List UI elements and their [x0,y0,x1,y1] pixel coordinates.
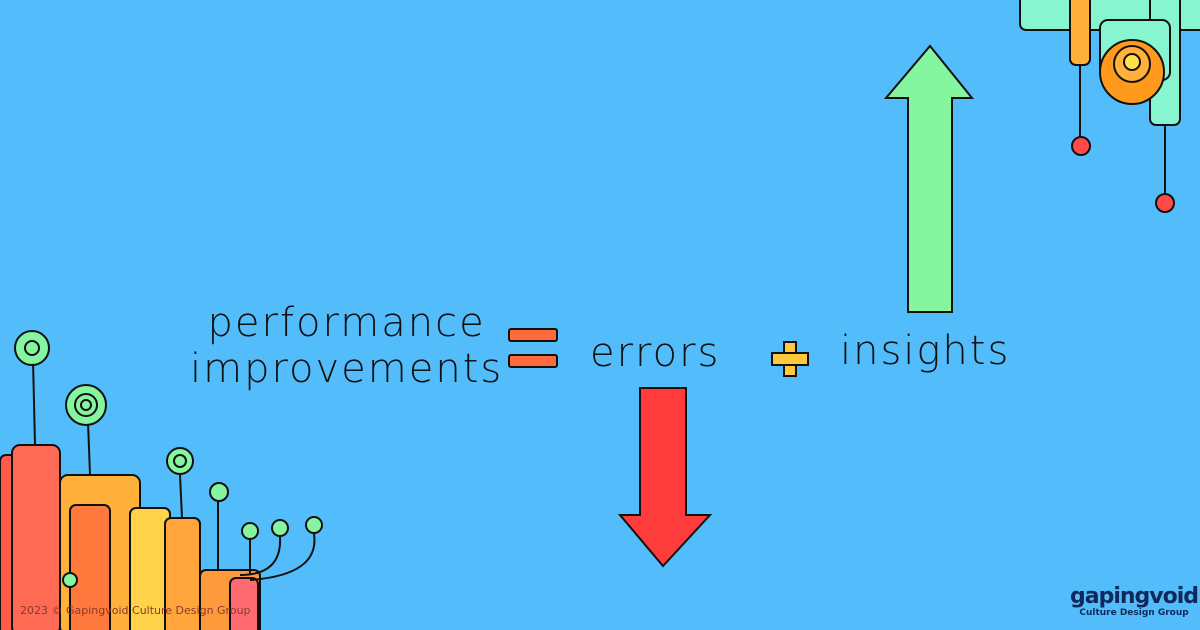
equation-line-improvements: improvements [190,346,504,392]
gapingvoid-logo: gapingvoid Culture Design Group [1070,584,1199,619]
up-arrow-icon [883,44,975,313]
equation-term-insights: insights [840,328,1011,374]
down-arrow-icon [617,387,713,568]
logo-brand: gapingvoid [1070,584,1199,609]
equals-icon [508,328,558,380]
equation-term-errors: errors [590,330,721,376]
equation-left-side: performance improvements [190,300,503,392]
plus-icon [771,341,809,377]
equation-line-performance: performance [207,300,486,346]
copyright-text: 2023 © Gapingvoid Culture Design Group [20,604,251,617]
top-right-doodle [1019,0,1200,213]
bottom-left-doodle [0,330,323,630]
logo-tagline: Culture Design Group [1079,608,1189,618]
